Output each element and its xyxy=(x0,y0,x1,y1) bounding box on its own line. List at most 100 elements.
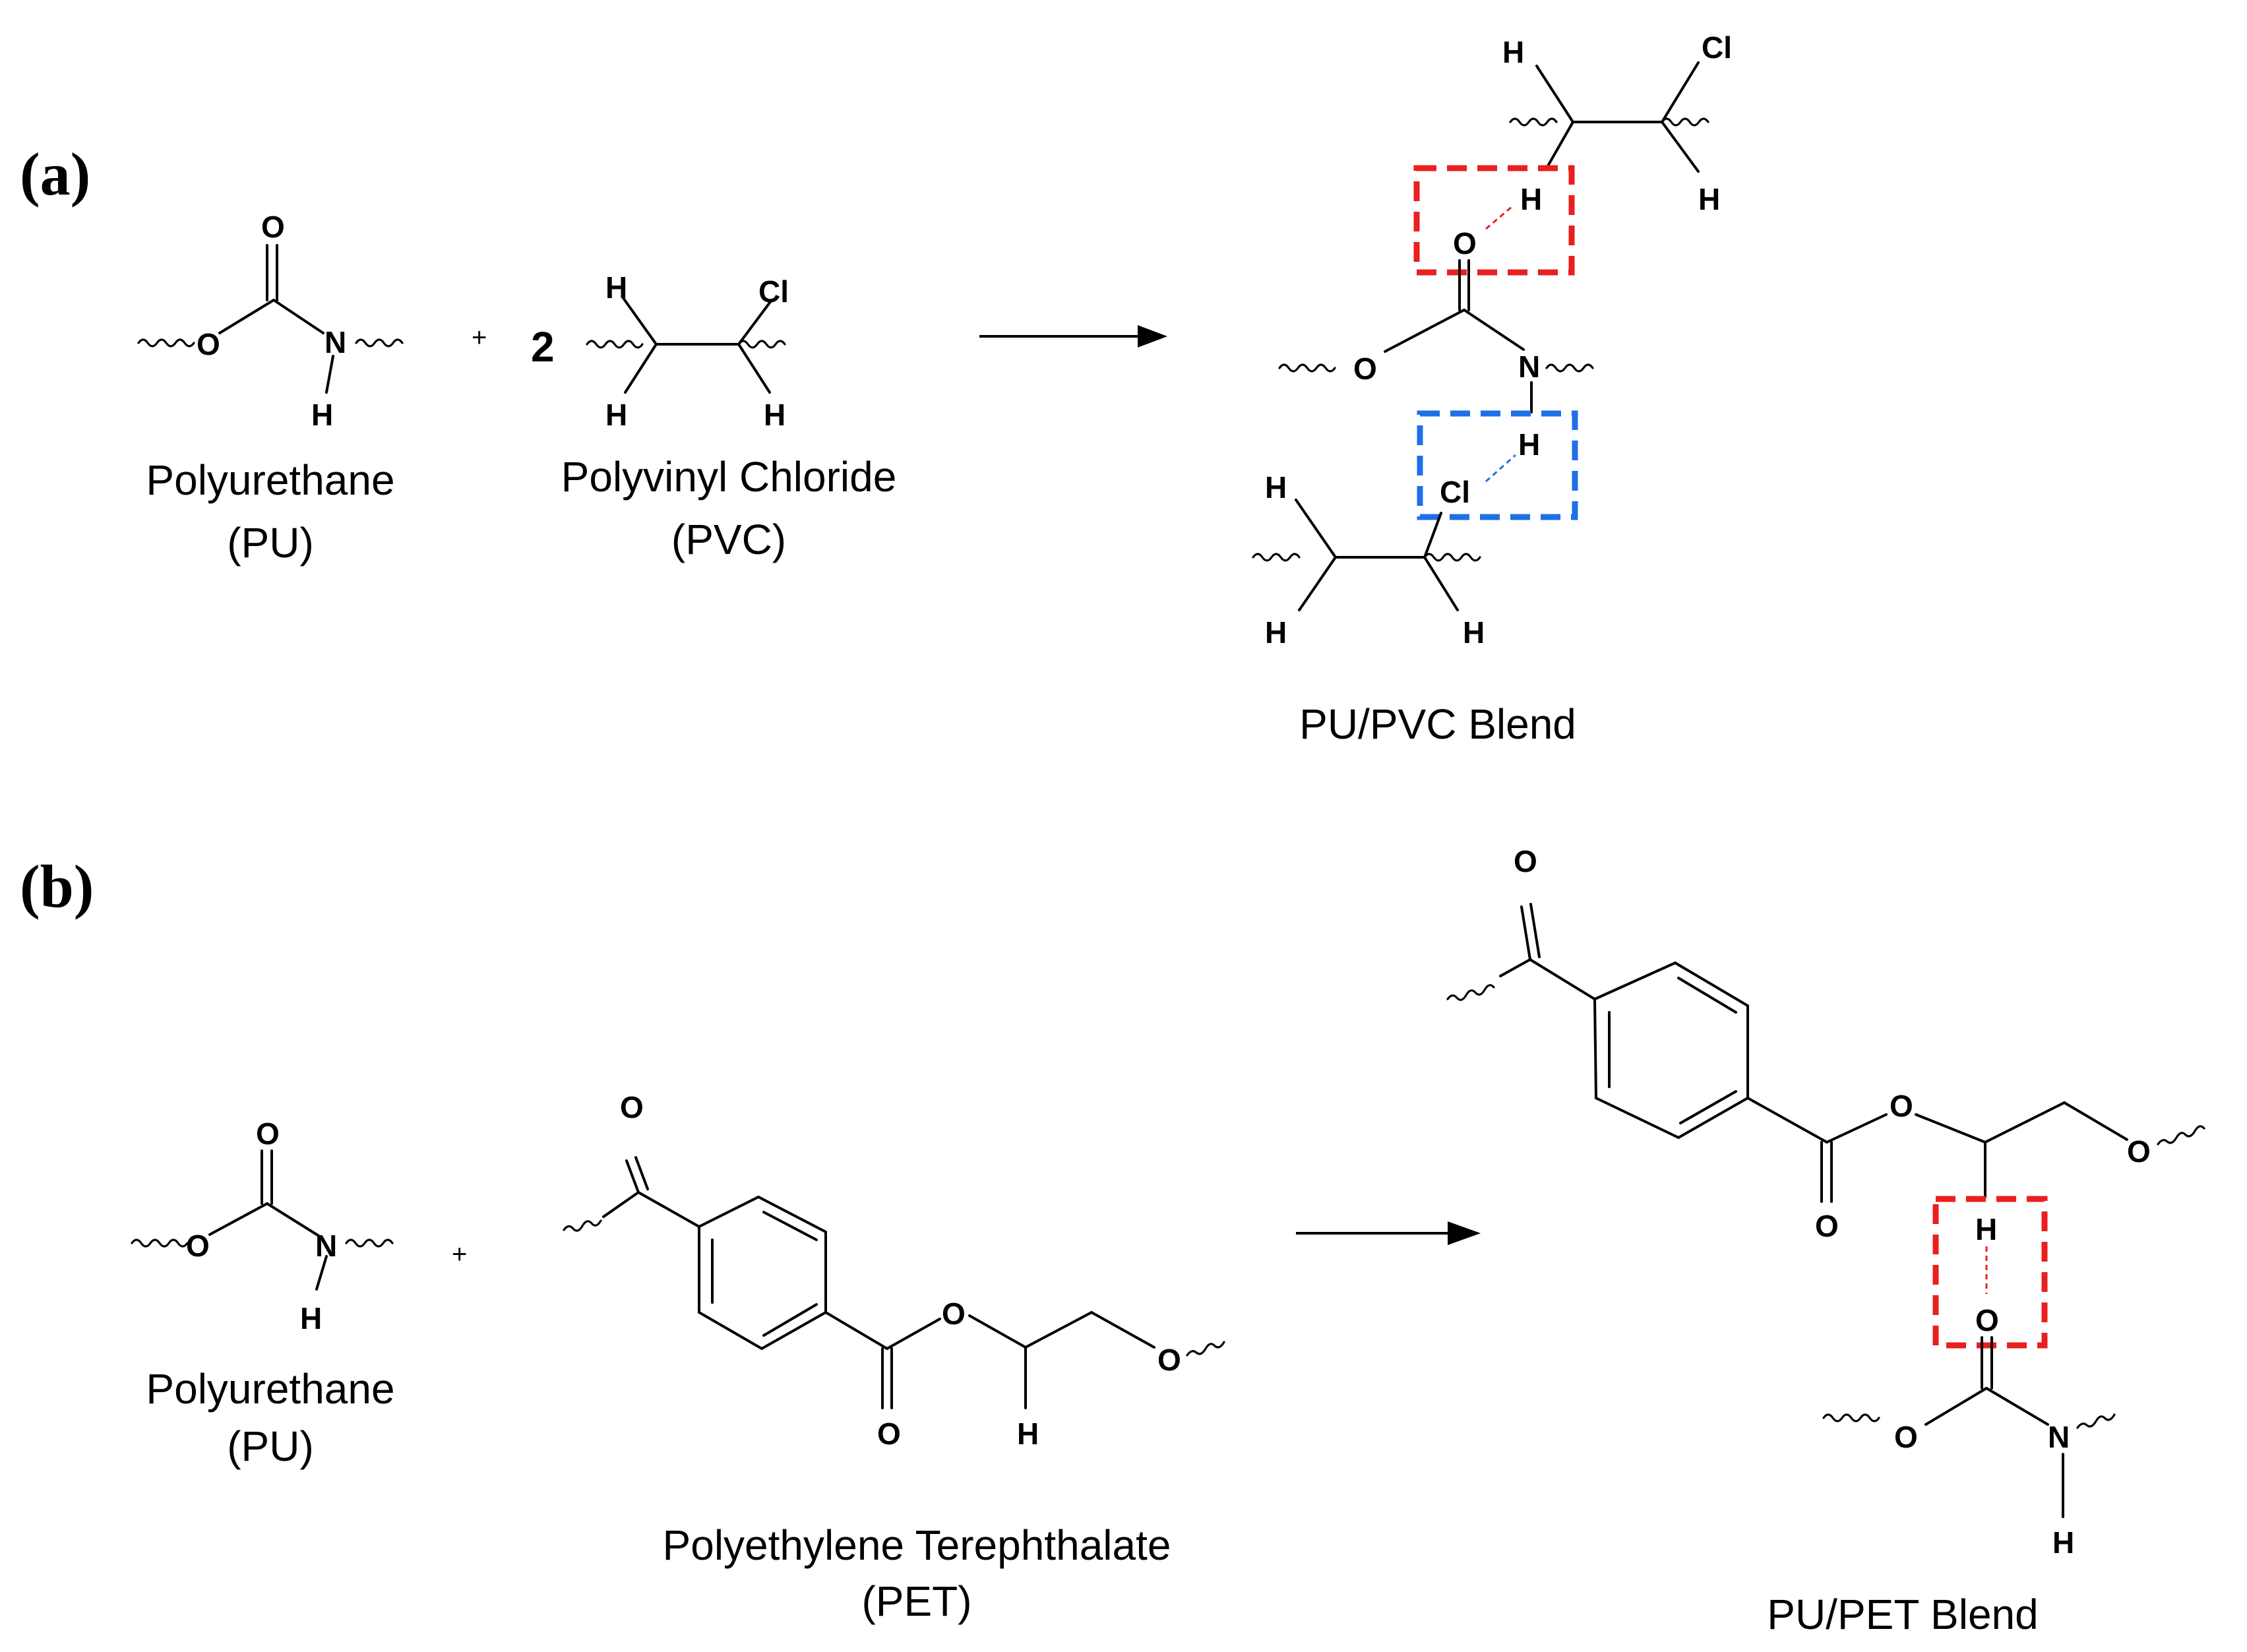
atom-label: Cl xyxy=(1702,30,1732,65)
squiggle-bond xyxy=(1446,984,1495,1001)
atom-label: N xyxy=(2048,1420,2070,1454)
bond xyxy=(968,1314,1027,1349)
squiggle-bond xyxy=(2157,1125,2205,1146)
bond xyxy=(1499,958,1531,977)
squiggle-bond xyxy=(345,1239,394,1248)
squiggle-bond xyxy=(563,1219,602,1232)
pu-structure-b: O O N H xyxy=(131,1117,394,1335)
bond xyxy=(1535,65,1574,123)
atom-label: O xyxy=(186,1229,210,1263)
squiggle-bond xyxy=(1545,363,1594,373)
atom-label: N xyxy=(315,1229,337,1263)
bond xyxy=(1545,121,1574,169)
hbond-box-carbonyl xyxy=(1932,1196,2048,1349)
bond xyxy=(1985,1387,2049,1426)
pu-pet-blend-structure: O O O O H O xyxy=(1446,844,2205,1560)
atom-label: H xyxy=(1265,615,1287,650)
squiggle-bond xyxy=(137,338,195,348)
pet-abbr: (PET) xyxy=(861,1577,971,1625)
squiggle-bond xyxy=(1186,1341,1225,1357)
squiggle-bond xyxy=(1252,553,1301,562)
bond xyxy=(1529,903,1541,958)
bond xyxy=(625,1159,640,1194)
bond xyxy=(637,1191,700,1228)
bond xyxy=(1024,1311,1093,1349)
panel-a: (a) O O N H Polyurethane (PU) + 2 xyxy=(20,30,1732,748)
atom-label: H xyxy=(1975,1212,1997,1246)
arrow-head xyxy=(1448,1221,1481,1245)
atom-label: H xyxy=(1698,182,1720,216)
atom-label: O xyxy=(256,1117,280,1151)
pu-abbr-b: (PU) xyxy=(227,1423,314,1470)
bond xyxy=(1915,1113,1986,1144)
pet-name: Polyethylene Terephthalate xyxy=(663,1521,1171,1569)
atom-label: H xyxy=(605,398,627,432)
arrow-head xyxy=(1138,325,1167,348)
atom-label: O xyxy=(261,210,285,244)
pu-structure-a: O O N H xyxy=(137,210,404,432)
bond xyxy=(1295,499,1337,559)
squiggle-bond xyxy=(737,340,786,349)
squiggle-bond xyxy=(131,1239,189,1248)
squiggle-bond xyxy=(2076,1413,2116,1429)
bond xyxy=(1423,556,1459,611)
plus-sign-b: + xyxy=(452,1240,467,1269)
atom-label: O xyxy=(197,327,220,361)
squiggle-bond xyxy=(1278,363,1336,373)
bond xyxy=(1661,61,1700,123)
squiggle-bond xyxy=(1509,117,1558,127)
atom-label: N xyxy=(1518,350,1540,384)
hbond-box-carbonyl xyxy=(1413,165,1575,276)
atom-label: O xyxy=(942,1297,966,1331)
bond xyxy=(1826,1113,1888,1144)
squiggle-bond xyxy=(1661,117,1709,127)
pu-name-a: Polyurethane xyxy=(146,456,394,504)
reaction-arrow-a xyxy=(979,325,1167,348)
bond xyxy=(315,1255,328,1291)
atom-label: H xyxy=(1520,182,1542,216)
bond xyxy=(1090,1311,1155,1349)
atom-label: H xyxy=(764,398,785,432)
bond xyxy=(1679,1090,1737,1124)
atom-label: N xyxy=(324,325,346,359)
atom-label: O xyxy=(1514,844,1537,878)
bond xyxy=(266,1202,321,1238)
panel-a-label: (a) xyxy=(20,140,90,208)
atom-label: O xyxy=(877,1417,901,1451)
bond xyxy=(1384,309,1465,353)
atom-label: H xyxy=(1265,470,1287,505)
bond xyxy=(624,343,658,394)
atom-label: H xyxy=(1463,615,1485,650)
atom-label: H xyxy=(300,1301,322,1335)
pvc-coefficient: 2 xyxy=(531,323,555,371)
pu-name-b: Polyurethane xyxy=(146,1365,394,1413)
atom-label: H xyxy=(1502,35,1524,69)
squiggle-bond xyxy=(586,340,644,349)
bond xyxy=(1746,1097,1828,1144)
bond xyxy=(762,1303,818,1337)
atom-label: H xyxy=(2052,1525,2074,1560)
bond xyxy=(1529,958,1596,1000)
bond xyxy=(886,1318,941,1350)
bond xyxy=(272,299,324,334)
atom-label: H xyxy=(311,398,333,432)
atom-label: O xyxy=(1157,1343,1181,1377)
atom-label: O xyxy=(620,1090,644,1124)
atom-label: H xyxy=(605,270,627,305)
atom-label: O xyxy=(1353,352,1377,386)
bond xyxy=(1423,512,1442,559)
atom-label: H xyxy=(1518,427,1540,462)
bond xyxy=(325,355,334,394)
reaction-arrow-b xyxy=(1296,1221,1481,1245)
pu-pet-blend-name: PU/PET Blend xyxy=(1767,1591,2038,1638)
atom-label: O xyxy=(1453,226,1477,260)
bond xyxy=(824,1311,888,1350)
squiggle-bond xyxy=(1423,553,1481,562)
atom-label: O xyxy=(1894,1420,1918,1454)
atom-label: O xyxy=(1815,1209,1839,1243)
pu-abbr-a: (PU) xyxy=(227,519,314,566)
bond xyxy=(2063,1101,2128,1141)
bond xyxy=(208,1202,268,1236)
benzene-ring xyxy=(1593,961,1749,1140)
pu-pvc-blend-name: PU/PVC Blend xyxy=(1299,700,1576,748)
